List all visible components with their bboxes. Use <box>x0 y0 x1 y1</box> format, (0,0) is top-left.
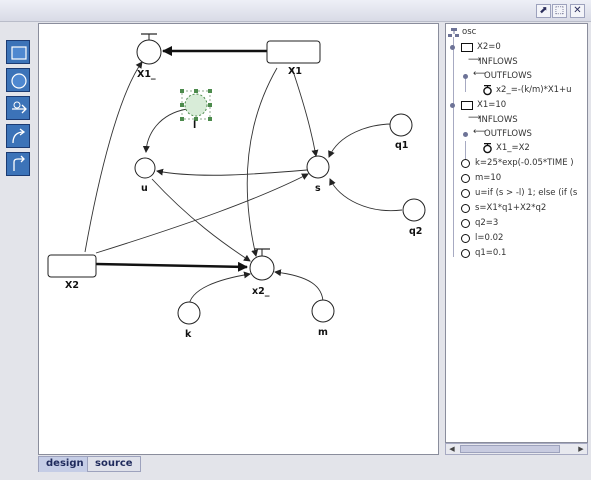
connector-tool-button[interactable] <box>6 124 30 148</box>
tree-item-label: INFLOWS <box>479 115 518 125</box>
close-icon[interactable]: ✕ <box>570 4 585 18</box>
tree-connector <box>465 141 466 159</box>
scroll-left-icon[interactable]: ◀ <box>449 445 455 453</box>
label-m: m <box>318 327 328 338</box>
connector-x1-s[interactable] <box>291 67 319 157</box>
arrow-right-icon: ⟶ <box>468 113 481 123</box>
connector-l-u[interactable] <box>142 108 188 153</box>
tree-expand-icon[interactable] <box>450 103 455 108</box>
design-canvas[interactable]: X1_ X1 l q1 u s q2 X2 x2_ k m <box>38 23 439 455</box>
variable-icon <box>461 234 470 243</box>
arrow-left-icon: ⟵ <box>473 127 486 137</box>
variable-icon <box>461 249 470 258</box>
tree-item-label: OUTFLOWS <box>484 71 532 81</box>
tree-item-label: X1=10 <box>477 100 507 110</box>
model-tree: osc X2=0 ⟶ INFLOWS ⟵ OUTFLOWS x2_=-(k/m)… <box>445 23 588 443</box>
connector-q1-s[interactable] <box>328 123 394 158</box>
variable-q2[interactable] <box>402 198 426 222</box>
tree-expand-icon[interactable] <box>463 132 468 137</box>
label-x2-flow: x2_ <box>252 286 270 297</box>
tree-item-label: m=10 <box>475 173 502 183</box>
tree-expand-icon[interactable] <box>463 74 468 79</box>
tree-item-label: q2=3 <box>475 218 499 228</box>
arrow-curve-icon <box>12 128 26 144</box>
variable-k[interactable] <box>177 301 201 325</box>
variable-icon <box>461 189 470 198</box>
connector-x2-s[interactable] <box>95 173 309 254</box>
rectangle-icon <box>11 46 27 60</box>
variable-l[interactable] <box>180 89 212 121</box>
arrow-link-icon <box>13 155 25 171</box>
label-q2: q2 <box>409 226 422 237</box>
restore-icon[interactable]: ⬈ <box>536 4 551 18</box>
label-x1-flow: X1_ <box>137 69 156 80</box>
circle-icon <box>11 73 27 89</box>
tab-design[interactable]: design <box>38 456 92 472</box>
connector-u-x2flow[interactable] <box>151 178 251 262</box>
tree-root-label: osc <box>462 27 477 37</box>
tree-item-label: q1=0.1 <box>475 248 507 258</box>
connector-s-u[interactable] <box>156 168 308 176</box>
label-u: u <box>141 183 148 194</box>
variable-s[interactable] <box>306 155 330 179</box>
flow-tool-button[interactable] <box>6 96 30 120</box>
stock-x2[interactable] <box>47 254 97 278</box>
valve-icon <box>483 85 492 96</box>
label-s: s <box>315 183 321 194</box>
tree-expand-icon[interactable] <box>450 45 455 50</box>
label-q1: q1 <box>395 140 408 151</box>
stock-flow-diagram: X1_ X1 l q1 u s q2 X2 x2_ k m <box>47 33 426 340</box>
maximize-icon[interactable]: ⬚ <box>552 4 567 18</box>
variable-u[interactable] <box>134 157 156 179</box>
label-k: k <box>185 329 192 340</box>
arrow-right-icon: ⟶ <box>468 55 481 65</box>
tree-item-label: X2=0 <box>477 42 501 52</box>
stock-icon <box>461 101 473 110</box>
flow-icon <box>12 101 27 114</box>
tab-source[interactable]: source <box>87 456 141 472</box>
tool-palette <box>6 40 34 182</box>
flow-pipe-x2[interactable] <box>95 261 248 272</box>
scroll-thumb[interactable] <box>460 445 560 453</box>
tree-connector <box>465 74 466 92</box>
connector-x2-x1flow[interactable] <box>84 61 143 253</box>
tree-item-label: s=X1*q1+X2*q2 <box>475 203 547 213</box>
variable-q1[interactable] <box>389 113 413 137</box>
connector-k-x2flow[interactable] <box>188 271 251 308</box>
tree-root-icon <box>448 28 459 37</box>
arrow-left-icon: ⟵ <box>473 69 486 79</box>
variable-icon <box>461 219 470 228</box>
flow-valve-x2[interactable] <box>249 248 275 281</box>
tree-item-label: X1_=X2 <box>496 143 530 153</box>
label-x1-stock: X1 <box>288 66 302 77</box>
stock-tool-button[interactable] <box>6 40 30 64</box>
tree-item-label: u=if (s > -l) 1; else (if (s <box>475 188 578 198</box>
tree-item-label: INFLOWS <box>479 57 518 67</box>
tree-connector <box>453 37 454 257</box>
label-l: l <box>193 120 196 131</box>
tree-horizontal-scrollbar[interactable]: ◀ ▶ <box>445 443 588 455</box>
valve-icon <box>483 143 492 154</box>
variable-icon <box>461 159 470 168</box>
variable-tool-button[interactable] <box>6 68 30 92</box>
variable-icon <box>461 204 470 213</box>
connector-q2-s[interactable] <box>329 178 403 212</box>
stock-icon <box>461 43 473 52</box>
variable-icon <box>461 174 470 183</box>
connector-x1-x2flow[interactable] <box>246 67 278 257</box>
scroll-right-icon[interactable]: ▶ <box>578 445 584 453</box>
tree-item-label: OUTFLOWS <box>484 129 532 139</box>
variable-m[interactable] <box>311 299 335 323</box>
link-tool-button[interactable] <box>6 152 30 176</box>
tree-item-label: x2_=-(k/m)*X1+u <box>496 85 572 95</box>
tree-item-label: k=25*exp(-0.05*TIME ) <box>475 158 574 168</box>
window-title-bar: ⬈ ⬚ ✕ <box>0 0 591 22</box>
label-x2-stock: X2 <box>65 280 79 291</box>
tree-item-label: l=0.02 <box>475 233 504 243</box>
stock-x1[interactable] <box>266 40 321 64</box>
flow-valve-x1[interactable] <box>136 33 162 65</box>
connector-m-x2flow[interactable] <box>274 269 324 304</box>
